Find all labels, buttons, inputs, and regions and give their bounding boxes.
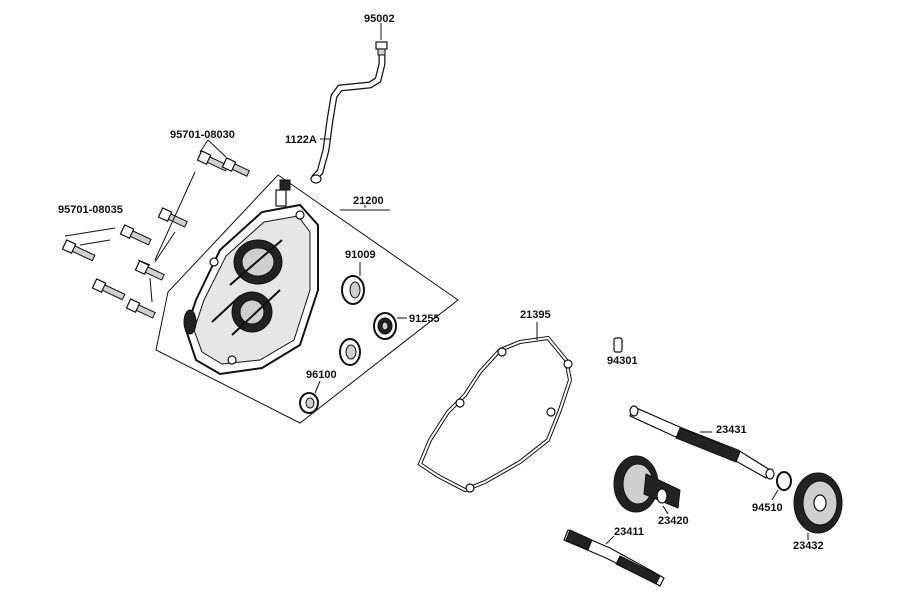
label-94301: 94301 <box>607 355 638 367</box>
label-21200: 21200 <box>353 195 384 207</box>
bolt <box>119 224 152 246</box>
label-1122a: 1122A <box>285 134 317 146</box>
circlip-94510 <box>776 471 792 491</box>
label-23411: 23411 <box>614 526 644 538</box>
oil-seal-96100 <box>299 338 361 414</box>
hose-clamp-95002 <box>375 41 388 50</box>
gear-23432 <box>793 472 843 534</box>
shaft-23431 <box>629 405 775 480</box>
gear-23420 <box>613 455 681 513</box>
shaft-23411 <box>563 529 665 587</box>
bolt <box>125 298 156 319</box>
bolt <box>134 260 165 281</box>
label-95002: 95002 <box>364 13 395 25</box>
bolts-group <box>61 150 251 319</box>
label-91255: 91255 <box>409 313 440 325</box>
label-95701-08035: 95701-08035 <box>58 204 123 216</box>
label-21395: 21395 <box>520 309 551 321</box>
label-23432: 23432 <box>793 540 824 552</box>
hose-assembly <box>310 41 388 184</box>
bearing-91255 <box>373 312 397 340</box>
label-94510: 94510 <box>752 502 783 514</box>
bolt <box>221 157 251 177</box>
bolt <box>61 239 96 262</box>
bolt <box>91 278 126 301</box>
label-91009: 91009 <box>345 249 376 261</box>
label-23431: 23431 <box>716 424 747 436</box>
gasket-21395 <box>417 335 573 493</box>
label-95701-08030: 95701-08030 <box>170 129 235 141</box>
cover-group-outline <box>155 174 459 424</box>
oil-seal-91009 <box>341 275 365 305</box>
dowel-pin-94301 <box>613 337 623 353</box>
bolt <box>196 150 229 172</box>
bolt <box>157 207 188 228</box>
label-23420: 23420 <box>658 515 689 527</box>
transmission-case-cover <box>183 179 319 376</box>
label-96100: 96100 <box>306 369 337 381</box>
